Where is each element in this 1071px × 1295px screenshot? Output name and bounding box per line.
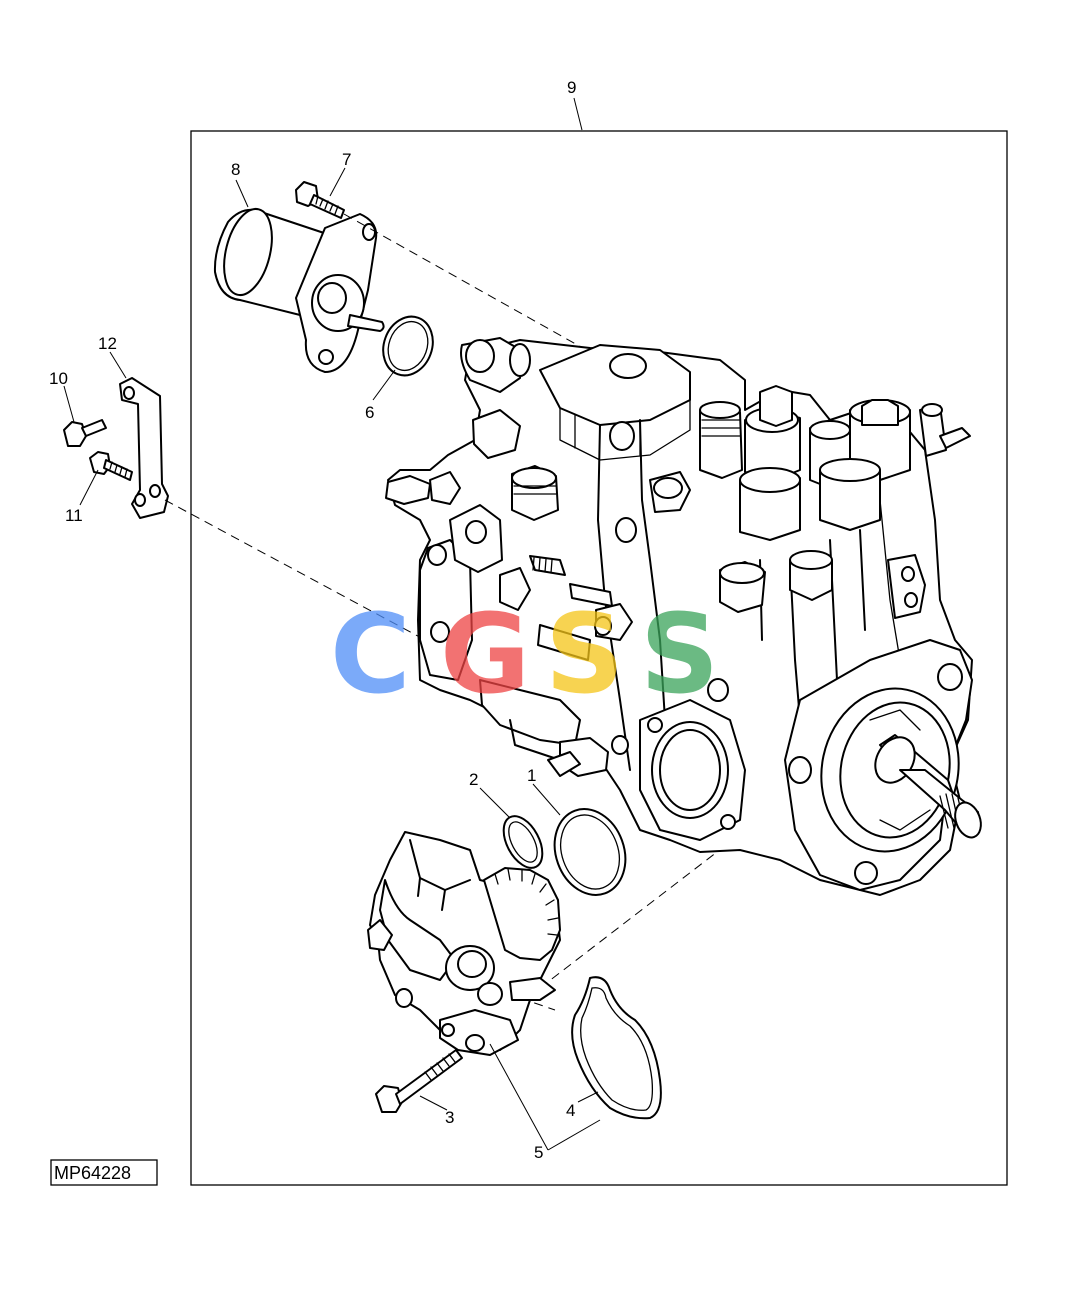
callout-7: 7	[342, 150, 351, 169]
svg-text:S: S	[640, 590, 719, 718]
governor-bolt-part	[375, 1049, 463, 1113]
o-ring-part	[382, 315, 434, 377]
callout-8: 8	[231, 160, 240, 179]
callout-1: 1	[527, 766, 536, 785]
lock-washer-bolt-part	[89, 451, 133, 481]
watermark-logo: C G S S	[330, 590, 719, 718]
callout-10: 10	[49, 369, 68, 388]
solenoid-part	[213, 207, 385, 373]
callout-labels: 9 8 7 6 12 10 11 2 1 3 4 5	[49, 78, 576, 1162]
callout-9: 9	[567, 78, 576, 97]
small-o-ring-part	[502, 815, 544, 869]
callout-3: 3	[445, 1108, 454, 1127]
injection-pump-body	[385, 337, 982, 896]
reference-code-box: MP64228	[50, 1159, 158, 1186]
drive-flange	[784, 639, 982, 891]
gasket-part	[571, 976, 662, 1120]
callout-12: 12	[98, 334, 117, 353]
callout-4: 4	[566, 1101, 575, 1120]
bolt-part	[295, 181, 345, 219]
svg-text:C: C	[330, 590, 411, 718]
svg-text:S: S	[545, 590, 624, 718]
svg-text:G: G	[440, 590, 530, 718]
callout-11: 11	[65, 506, 83, 525]
callout-6: 6	[365, 403, 374, 422]
callout-2: 2	[469, 770, 478, 789]
bracket-part	[119, 377, 169, 519]
governor-housing-part	[367, 831, 561, 1056]
cap-screw-part	[63, 419, 107, 447]
callout-5: 5	[534, 1143, 543, 1162]
large-o-ring-part	[553, 808, 627, 896]
reference-code: MP64228	[54, 1163, 131, 1183]
assembly-frame	[190, 130, 1008, 1186]
